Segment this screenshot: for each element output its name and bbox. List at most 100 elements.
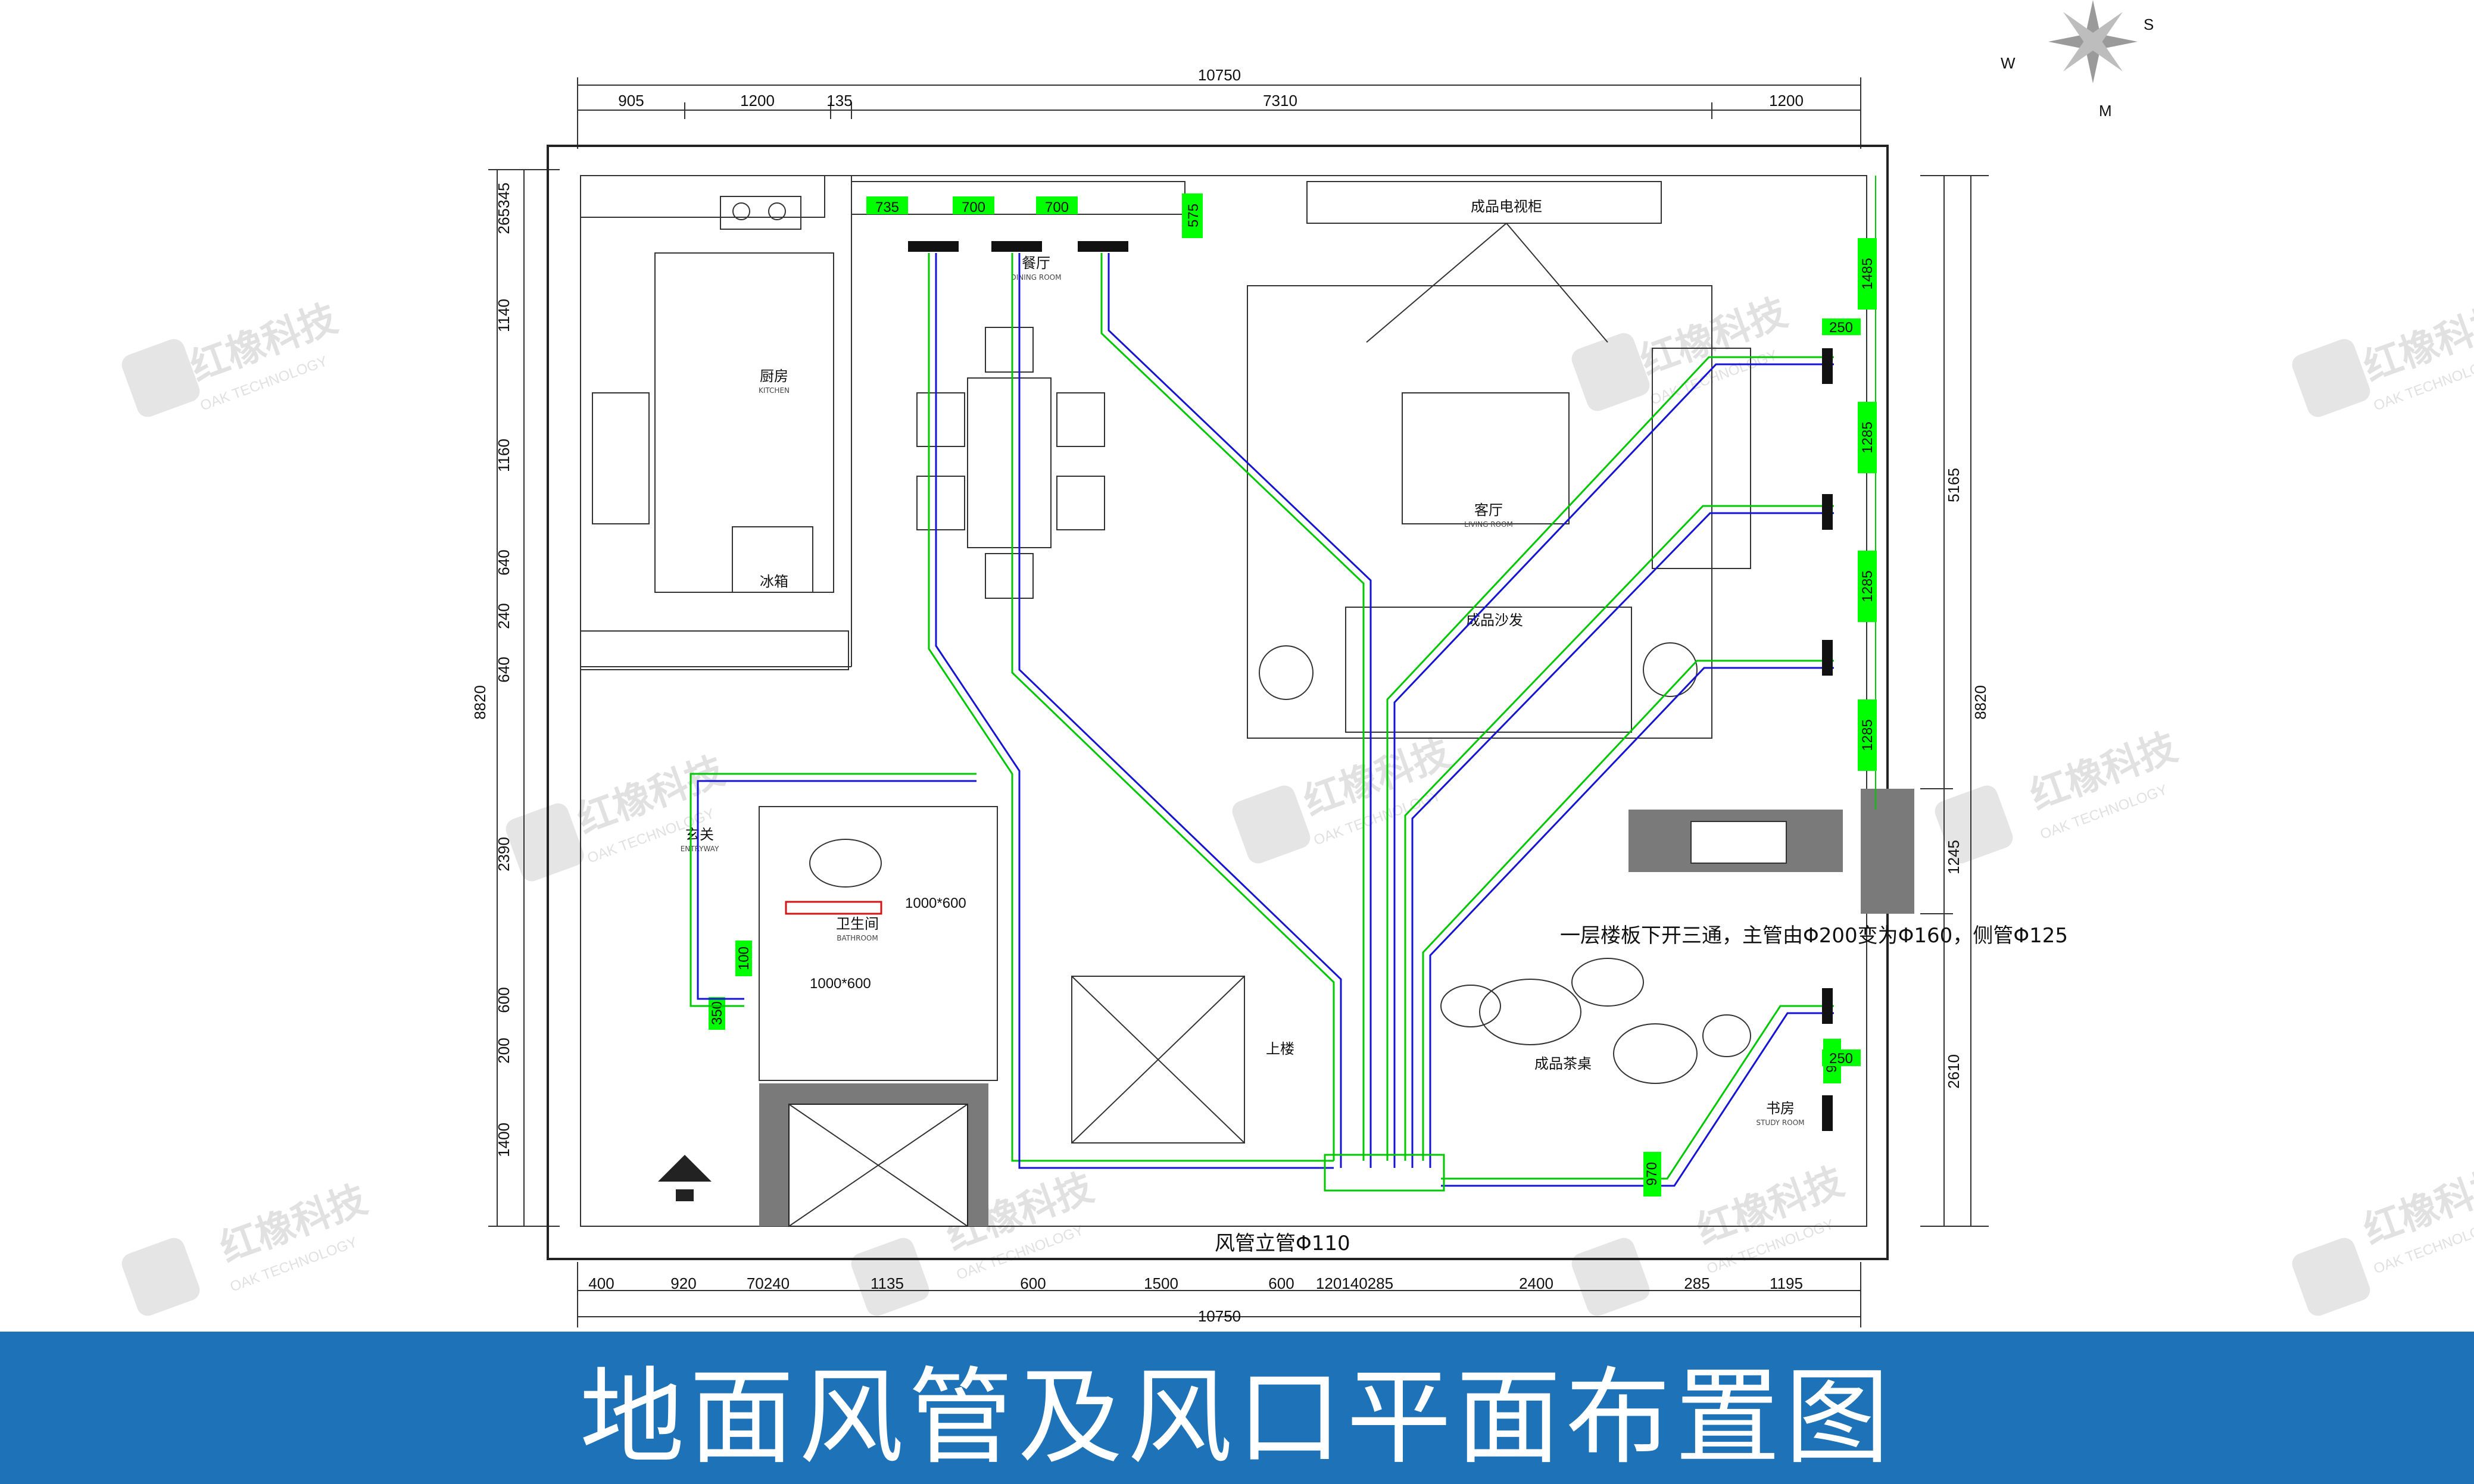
watermark-logo: 红橡科技 OAK TECHNOLOGY: [2292, 1160, 2474, 1316]
dining-area: 餐厅 DINING ROOM: [916, 255, 1105, 599]
duct-note: 一层楼板下开三通，主管由Φ200变为Φ160，侧管Φ125: [1560, 924, 2068, 948]
riser-label: 风管立管Φ110: [1215, 1232, 1350, 1255]
entry-bath: 卫生间 BATHROOM 玄关 ENTRYWAY 1000*600 1000*6…: [658, 806, 998, 1201]
floor-vent: [1078, 241, 1128, 252]
dim-left-9: 200: [495, 1038, 513, 1063]
watermark-logo: 红橡科技 OAK TECHNOLOGY: [1571, 290, 1793, 411]
vent-tag-right-inner-3: 1285: [1860, 570, 1876, 602]
vent-tag-top-4: 575: [1185, 204, 1202, 227]
dim-left-8: 600: [495, 987, 513, 1013]
dim-left-5: 240: [495, 603, 513, 629]
vent-tag-right-2: 250: [1829, 1051, 1853, 1067]
right-vents: 1485 1285 1285 1285 970 970 250 250: [1643, 176, 1877, 1196]
room-entry-sub: ENTRYWAY: [681, 845, 719, 853]
fridge: [732, 526, 813, 593]
floor-vent: [1822, 1095, 1833, 1131]
duct-junction-box: [1324, 1154, 1445, 1192]
watermark-logo: 红橡科技 OAK TECHNOLOGY: [1571, 1160, 1849, 1316]
dimension-right: 5165 1245 2610 8820: [1920, 175, 1989, 1227]
room-dining-sub: DINING ROOM: [1011, 273, 1062, 282]
room-study-sub: STUDY ROOM: [1756, 1119, 1804, 1127]
dimension-left: 265345 1140 1160 640 240 640 2390 600 20…: [471, 169, 560, 1227]
column: [1861, 789, 1914, 914]
dim-bottom-9: 2400: [1519, 1274, 1553, 1292]
living-area: 客厅 LIVING ROOM 成品沙发: [1247, 223, 1751, 739]
compass-label-s: S: [2144, 15, 2154, 33]
tea-area: 成品茶桌 书房 STUDY ROOM: [1440, 810, 1843, 1127]
dim-bottom-total: 10750: [1198, 1307, 1241, 1325]
up-arrow-icon: [658, 1155, 712, 1182]
dim-right-2: 1245: [1945, 840, 1963, 874]
dim-bottom-5: 600: [1020, 1274, 1046, 1292]
coffee-table: [1402, 392, 1570, 524]
floor-vent: [1822, 640, 1833, 676]
kitchen: 厨房 KITCHEN 冰箱: [580, 175, 849, 670]
watermark-logo: 红橡科技 OAK TECHNOLOGY: [2292, 296, 2474, 417]
top-cabinets: 成品电视柜 735 700 700 575: [851, 181, 1662, 252]
dim-left-total: 8820: [471, 685, 489, 720]
dim-top-2: 1200: [740, 92, 775, 110]
vent-tag-top-1: 735: [875, 199, 899, 215]
stove: [720, 196, 801, 230]
dim-bottom-1: 400: [588, 1274, 614, 1292]
floor-vent: [1822, 988, 1833, 1024]
dim-bottom-4: 1135: [871, 1274, 904, 1292]
room-entry-label: 玄关: [685, 826, 714, 843]
dim-bottom-2: 920: [670, 1274, 696, 1292]
dim-left-1: 265345: [495, 183, 513, 235]
dim-top-total: 10750: [1198, 66, 1241, 84]
drawing-title: 地面风管及风口平面布置图: [579, 1356, 1895, 1479]
compass-label-w: W: [2001, 54, 2016, 72]
dim-left-7: 2390: [495, 837, 513, 871]
floor-vent: [991, 241, 1042, 252]
watermark-logo: 红橡科技 OAK TECHNOLOGY: [121, 296, 343, 417]
size-label-2: 1000*600: [905, 895, 966, 911]
dim-left-4: 640: [495, 549, 513, 575]
dim-left-10: 1400: [495, 1123, 513, 1157]
room-living-sub: LIVING ROOM: [1464, 520, 1513, 529]
room-bath-label: 卫生间: [836, 916, 879, 932]
dining-table: [967, 377, 1052, 548]
compass-label-m: M: [2099, 102, 2112, 120]
dim-bottom-11: 1195: [1770, 1274, 1803, 1292]
stairs: 上楼: [1071, 976, 1294, 1144]
building-outline: [547, 145, 1914, 1260]
sofa: [1345, 607, 1632, 733]
room-kitchen-label: 厨房: [760, 368, 788, 385]
dim-bottom-7: 600: [1268, 1274, 1294, 1292]
stairs-up-label: 上楼: [1266, 1041, 1294, 1057]
vent-tag-top-3: 700: [1045, 199, 1069, 215]
dim-top-5: 1200: [1769, 92, 1804, 110]
watermark-layer: 红橡科技 OAK TECHNOLOGY 红橡科技 OAK TECHNOLOGY …: [121, 290, 2474, 1316]
floor-vent: [1822, 348, 1833, 384]
dim-left-2: 1140: [495, 299, 513, 332]
dim-right-1: 5165: [1945, 468, 1963, 502]
duct-network: 风管立管Φ110: [690, 253, 1834, 1255]
vent-tag-right-1: 250: [1829, 320, 1853, 336]
vent-tag-left-1: 100: [736, 946, 752, 970]
dim-top-4: 7310: [1263, 92, 1297, 110]
vent-tag-right-inner-2: 1285: [1860, 421, 1876, 453]
dim-bottom-3: 70240: [747, 1274, 790, 1292]
dim-left-3: 1160: [495, 439, 513, 472]
floor-vent: [1822, 494, 1833, 530]
room-sofa-label: 成品沙发: [1466, 612, 1523, 629]
dim-bottom-10: 285: [1684, 1274, 1709, 1292]
room-fridge-label: 冰箱: [760, 573, 788, 590]
compass-rose: S W M: [2001, 0, 2154, 120]
room-kitchen-sub: KITCHEN: [759, 386, 790, 395]
sink: [592, 392, 650, 524]
vent-tag-top-2: 700: [962, 199, 985, 215]
room-dining-label: 餐厅: [1022, 255, 1050, 271]
dimension-top: 10750 905 1200 135 7310 1200: [577, 66, 1861, 149]
title-banner: 地面风管及风口平面布置图: [0, 1332, 2474, 1484]
dim-left-6: 640: [495, 657, 513, 682]
dim-bottom-8: 120140285: [1316, 1274, 1393, 1292]
room-bath-sub: BATHROOM: [837, 934, 878, 942]
dim-right-3: 2610: [1945, 1054, 1963, 1089]
room-study-label: 书房: [1766, 1100, 1795, 1117]
watermark-logo: 红橡科技 OAK TECHNOLOGY: [121, 1177, 373, 1316]
room-living-label: 客厅: [1474, 502, 1503, 518]
dim-right-total: 8820: [1971, 685, 1989, 720]
size-label-1: 1000*600: [810, 976, 871, 992]
